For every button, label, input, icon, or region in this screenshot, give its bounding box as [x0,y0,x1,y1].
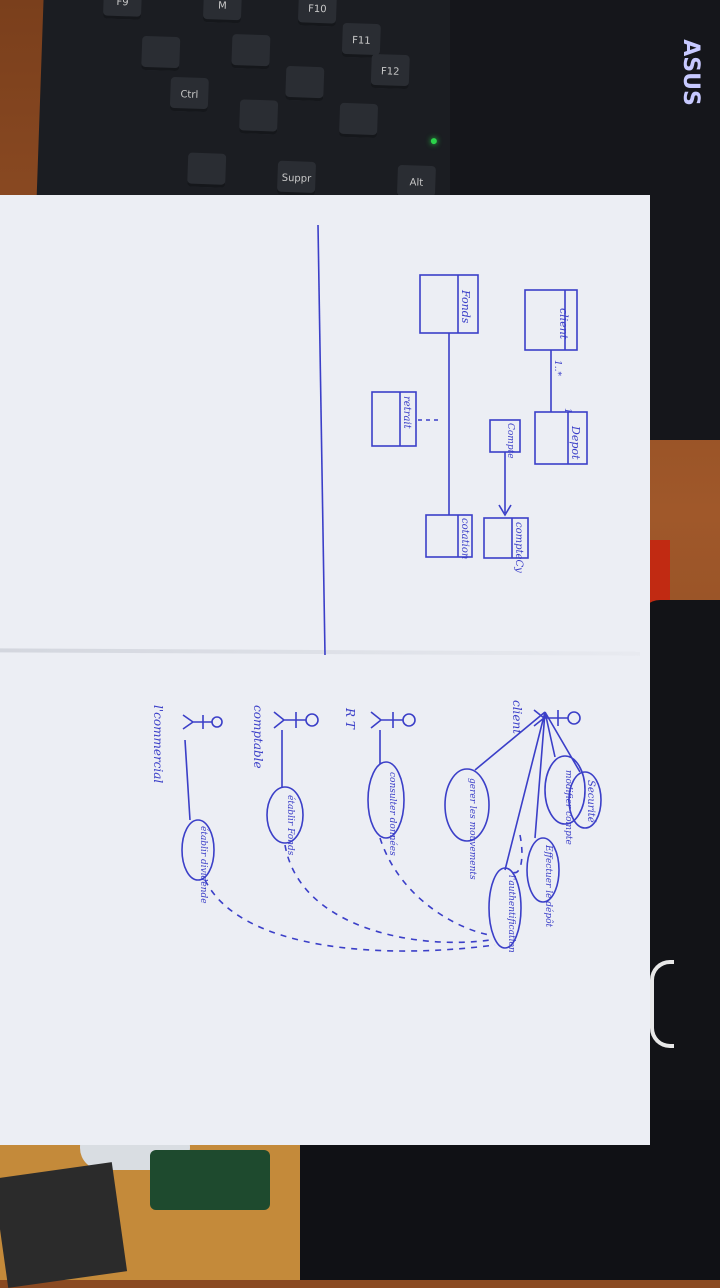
actor-label: R T [343,707,357,730]
svg-text:client: client [557,308,570,340]
actor-comptable [273,711,319,729]
client-associations [474,711,581,871]
actor-commercial [182,714,223,730]
usecase-gerer-mouvements: gerer les mouvements [444,768,490,880]
svg-text:établir dividende: établir dividende [198,826,209,904]
usecase-etablir-fonds: établir Fonds [266,786,304,856]
arrow-head [498,504,512,517]
svg-text:Fonds: Fonds [459,289,472,324]
actor-label: comptable [251,705,265,769]
green-package [150,1150,270,1210]
class-fonds: Fonds [419,274,479,334]
include-link [284,844,491,944]
multiplicity-label: 1..* [552,360,562,376]
actor-client [533,709,581,727]
svg-text:Securité: Securité [585,780,596,823]
svg-text:établir Fonds: établir Fonds [285,795,296,856]
actor-rt [370,711,416,729]
class-comptecy: compteCy [483,517,529,573]
actor-label: l'commercial [151,705,165,783]
svg-text:l'authentification: l'authentification [506,875,516,953]
paper-sheet [0,195,650,1145]
multiplicity-label: 1 [562,408,572,414]
separator-line [317,224,326,656]
svg-text:compteCy: compteCy [513,522,524,573]
usb-cable [650,960,674,1048]
class-cotation: cotation [425,514,473,559]
svg-text:modifier compte: modifier compte [563,770,573,845]
class-retrait: retrait [371,391,417,447]
usecase-modifier-compte: modifier compte [544,755,586,845]
svg-text:retrait: retrait [401,396,412,430]
usecase-securite: Securité [568,771,602,829]
include-link [204,879,496,952]
usecase-consulter-donnees: consulter données [367,761,405,856]
class-client: client [524,289,578,351]
actor-label: client [510,700,524,734]
svg-text:Compte: Compte [505,423,515,459]
svg-text:Effectuer le dépôt: Effectuer le dépôt [543,844,554,928]
svg-text:cotation: cotation [459,518,470,559]
usecase-effectuer-depot: Effectuer le dépôt [526,837,560,928]
svg-text:gerer les mouvements: gerer les mouvements [467,778,477,880]
include-link [379,837,491,936]
commercial-association [184,739,191,821]
usecase-etablir-dividende: établir dividende [181,819,215,904]
svg-text:Depot: Depot [569,425,582,460]
svg-text:consulter données: consulter données [387,772,398,856]
class-depot: Depot [534,411,588,465]
usecase-authentification: l'authentification [488,867,522,953]
